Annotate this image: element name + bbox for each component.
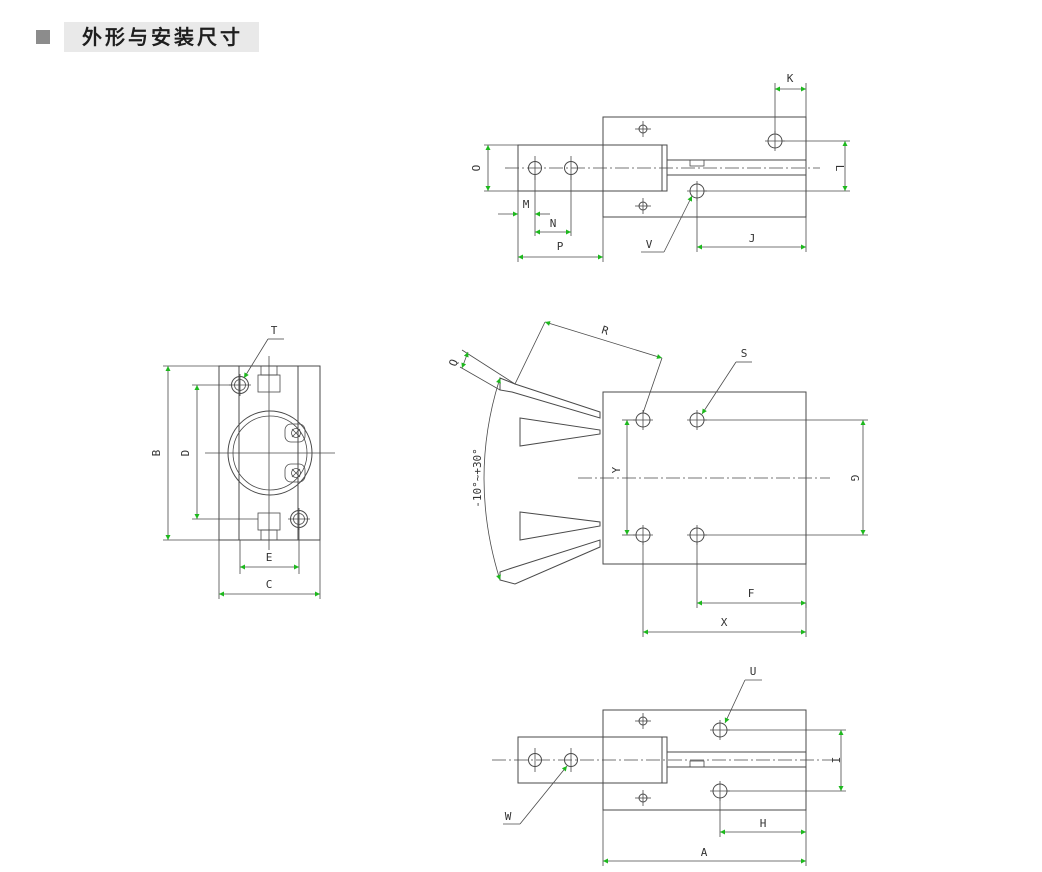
dim-label-t: T — [271, 324, 278, 337]
dim-label-p: P — [557, 240, 564, 253]
dim-label-c: C — [266, 578, 273, 591]
dim-label-y: Y — [610, 466, 623, 473]
dim-label-a: A — [701, 846, 708, 859]
dim-label-x: X — [721, 616, 728, 629]
top-view: K O L M N P V J — [470, 72, 850, 262]
dim-label-w: W — [505, 810, 512, 823]
dim-label-e: E — [266, 551, 273, 564]
dim-label-m: M — [523, 198, 530, 211]
dim-label-h: H — [760, 817, 767, 830]
dim-label-n: N — [550, 217, 557, 230]
side-view: T B D E C — [150, 324, 335, 599]
dim-label-g: G — [848, 475, 861, 482]
dim-label-b: B — [150, 449, 163, 456]
top-view-body — [602, 116, 807, 218]
dim-label-d: D — [179, 450, 192, 457]
dim-label-q: Q — [446, 357, 460, 368]
dim-label-v: V — [646, 238, 653, 251]
dim-label-u: U — [750, 665, 757, 678]
header-square-icon — [36, 30, 50, 44]
dim-label-o: O — [470, 165, 483, 172]
dim-label-r: R — [600, 323, 610, 337]
dim-label-angle: -10°~+30° — [471, 448, 484, 508]
section-header: 外形与安装尺寸 — [36, 22, 259, 52]
dim-label-f: F — [748, 587, 755, 600]
dim-label-s: S — [741, 347, 748, 360]
dim-label-j: J — [749, 232, 756, 245]
dim-label-l: L — [833, 165, 846, 172]
section-title: 外形与安装尺寸 — [64, 22, 259, 52]
front-view: R Q -10°~+30° S Y G F X — [446, 321, 868, 637]
dim-label-i: I — [829, 757, 842, 764]
dim-label-k: K — [787, 72, 794, 85]
bottom-view: U I W H A — [492, 665, 846, 866]
